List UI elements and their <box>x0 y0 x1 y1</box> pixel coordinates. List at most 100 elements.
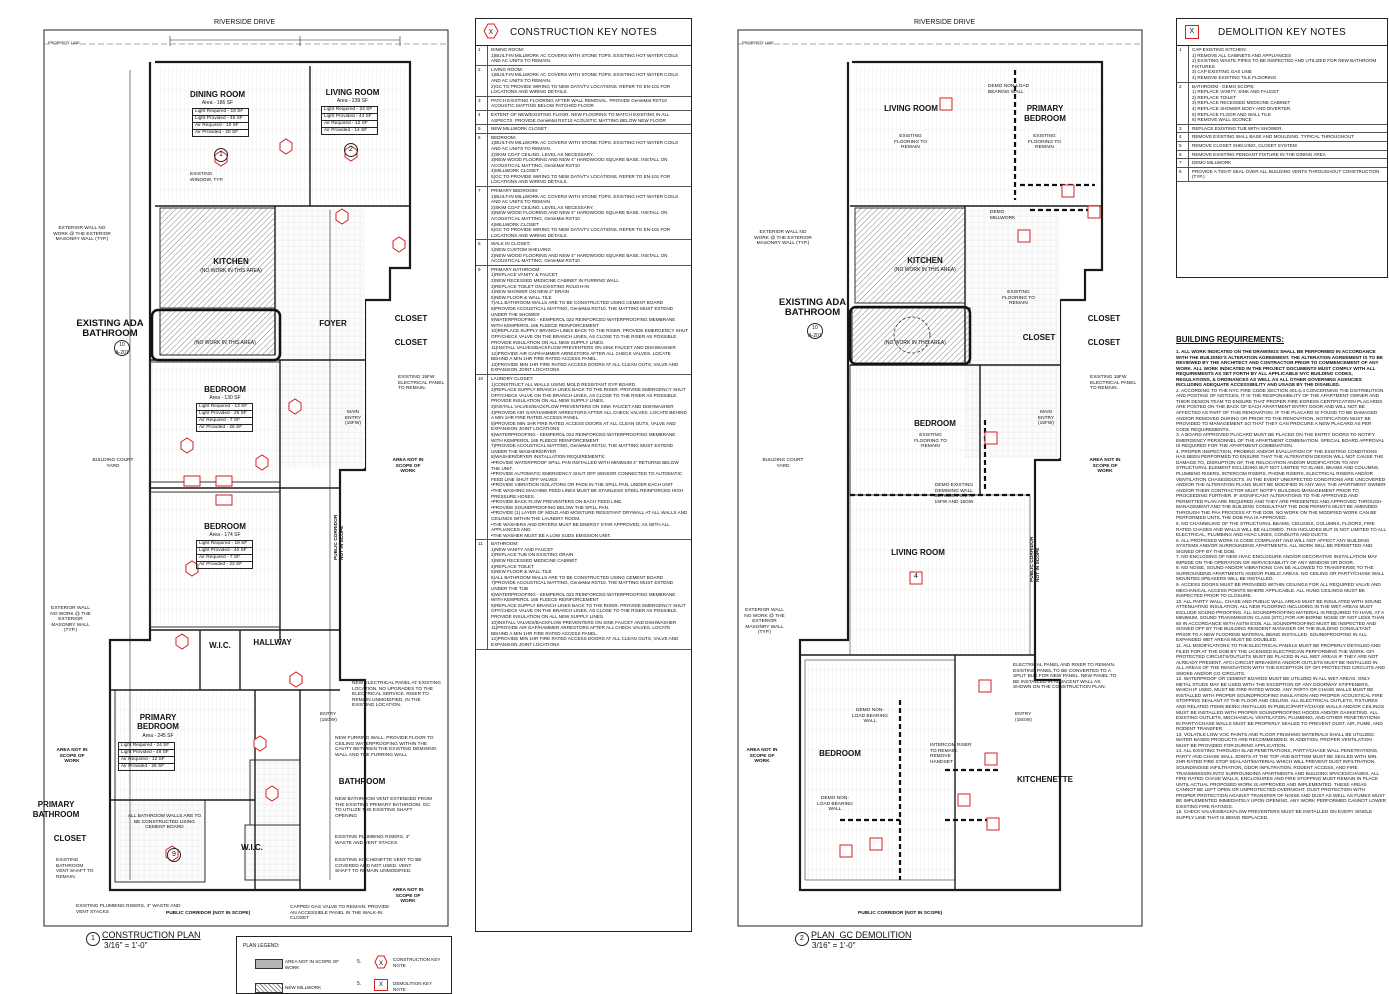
public-corridor-vertical: PUBLIC CORRIDOR NOT IN SCOPE <box>334 514 345 560</box>
room-closet-1: CLOSET <box>394 314 428 323</box>
demolition-key-notes-header: X DEMOLITION KEY NOTES <box>1177 19 1387 46</box>
room-dining: DINING ROOM <box>189 90 246 99</box>
demo-room-kitchenette: KITCHENETTE <box>1017 775 1073 784</box>
court-yard-label: BUILDING COURT YARD <box>92 458 134 469</box>
legend-construction-key: CONSTRUCTION KEY NOTE <box>393 957 441 968</box>
demo-room-primary: PRIMARY BEDROOM <box>1024 104 1066 123</box>
construction-note-text: BEDROOM: 1)BUILT-IN MILLWORK AC COVERS W… <box>491 134 679 185</box>
gas-valve-note: CAPPED GAS VALVE TO REMAIN. PROVIDE AN A… <box>290 905 390 922</box>
construction-note-number: 9 <box>476 265 488 375</box>
legend-demolition-key: DEMOLITION KEY NOTE <box>393 981 432 992</box>
property-line-label-demo: PROPERTY LINE <box>742 40 774 45</box>
demolition-note-number: 4 <box>1177 133 1189 141</box>
room-bedroom-1: BEDROOM <box>204 385 246 394</box>
construction-note-number: 2 <box>476 65 488 96</box>
room-kitchen: KITCHEN <box>213 257 249 266</box>
demolition-note-number: 5 <box>1177 141 1189 150</box>
construction-plan-walls <box>108 60 412 892</box>
svg-text:X: X <box>379 961 383 967</box>
kitchenette-vent-note: EXISTING KITCHENETTE VENT TO BE COVERED … <box>335 858 422 875</box>
room-primary-bathroom: PRIMARY BATHROOM <box>32 800 80 819</box>
demo-public-corridor-vertical: PUBLIC CORRIDOR NOT IN SCOPE <box>1030 536 1041 582</box>
legend-demolition-square-icon: X <box>374 979 388 991</box>
demolition-note-number: 2 <box>1177 82 1189 124</box>
building-requirements-intro: 1. ALL WORK INDICATED ON THE DRAWINGS SH… <box>1176 349 1384 388</box>
legend-title: PLAN LEGEND: <box>243 943 280 949</box>
demolition-note-text: BATHROOM - DEMO SCOPE: 1) REPLACE VANITY… <box>1192 83 1292 123</box>
demolition-note-text: REMOVE EXISTING WALL BASE AND MOULDING. … <box>1192 134 1354 140</box>
legend-area-not: AREA NOT IN SCOPE OF WORK <box>285 959 340 970</box>
construction-plan-scale: 3/16" = 1'-0" <box>104 941 148 950</box>
exterior-wall-note: EXTERIOR WALL NO WORK @ THE EXTERIOR MAS… <box>53 226 111 243</box>
construction-note-number: 4 <box>476 110 488 125</box>
demo-room-ada: EXISTING ADA BATHROOM <box>778 297 847 318</box>
demolition-note-number: 6 <box>1177 150 1189 159</box>
demo-room-closet-2: CLOSET <box>1087 338 1121 347</box>
room-bedroom-2: BEDROOM <box>204 522 246 531</box>
demo-room-ada-sub: (NO WORK IN THIS AREA) <box>884 340 946 346</box>
room-hallway: HALLWAY <box>253 638 292 647</box>
demolition-note-text: REMOVE EXISTING PENDANT FIXTURE IN THE D… <box>1192 151 1326 157</box>
demo-room-closet-3: CLOSET <box>1022 333 1056 342</box>
property-line-label: PROPERTY LINE <box>48 40 80 45</box>
construction-note-number: 3 <box>476 96 488 110</box>
entry-15gw-note: ENTRY (15GW) <box>320 712 337 723</box>
construction-note-text: WALK IN CLOSET: 1)NEW CUSTOM SHELVING 2)… <box>491 241 668 264</box>
plan-number-1: 1 <box>86 932 100 946</box>
room-kitchen-sub: (NO WORK IN THIS AREA) <box>200 268 262 274</box>
construction-note-text: PRIMARY BATHROOM: 1)REPLACE VANITY & FAU… <box>491 266 688 373</box>
legend-num-5b: 5. <box>357 981 362 987</box>
key-circle-1: 1 <box>214 148 228 162</box>
demo-floor-note-4: EXISTING FLOORING TO REMAIN <box>914 433 947 450</box>
building-requirements-title: BUILDING REQUIREMENTS: <box>1176 335 1284 344</box>
demo-area-not-in-scope-2: AREA NOT IN SCOPE OF WORK <box>746 748 778 765</box>
room-living: LIVING ROOM <box>325 88 380 97</box>
bath-walls-note: ALL BATHROOM WALLS ARE TO BE CONSTRUCTED… <box>127 814 202 831</box>
room-bathroom: BATHROOM <box>338 777 386 786</box>
demolition-note-text: REPLACE EXISTING TUB WITH SHOWER. <box>1192 125 1283 131</box>
construction-note-text: PRIMARY BEDROOM: 1)BUILT-IN MILLWORK AC … <box>491 188 679 238</box>
demolition-plan-scale: 3/16" = 1'-0" <box>812 941 856 950</box>
construction-note-number: 1 <box>476 46 488 65</box>
demolition-note-number: 7 <box>1177 159 1189 167</box>
bath-vent-extended-note: NEW BATHROOM VENT EXTENDED FROM THE EXIS… <box>335 797 432 819</box>
demo-floor-note-3: EXISTING FLOORING TO REMAIN <box>1002 290 1035 307</box>
street-label-left: RIVERSIDE DRIVE <box>214 19 276 26</box>
existing-window-note: EXISTING WINDOW, TYP. <box>190 172 224 183</box>
area-not-in-scope-1: AREA NOT IN SCOPE OF WORK <box>392 458 424 475</box>
room-bedroom-1-area: Area - 130 SF <box>209 395 241 401</box>
building-requirements-body: 1. ALL WORK INDICATED ON THE DRAWINGS SH… <box>1176 349 1386 989</box>
exterior-wall-note-2: EXTERIOR WALL NO WORK @ THE EXTERIOR MAS… <box>50 606 91 634</box>
demo-court-yard-label: BUILDING COURT YARD <box>762 458 804 469</box>
key-circle-2: 2 <box>344 143 358 157</box>
room-bedroom-2-area: Area - 174 SF <box>209 532 241 538</box>
public-corridor-horizontal: PUBLIC CORRIDOR (NOT IN SCOPE) <box>166 911 251 916</box>
demo-nonload-wall-note-3: DEMO NON-LOAD BEARING WALL <box>817 796 853 813</box>
street-label-right: RIVERSIDE DRIVE <box>914 19 976 26</box>
demo-room-closet-1: CLOSET <box>1087 314 1121 323</box>
construction-note-text: NEW MILLWORK CLOSET <box>491 126 547 132</box>
construction-note-text: DINING ROOM: 1)BUILT-IN MILLWORK AC COVE… <box>491 47 679 64</box>
room-wic: W.I.C. <box>209 641 231 650</box>
construction-key-hex-icon: X <box>482 23 500 42</box>
construction-note-number: 8 <box>476 240 488 265</box>
